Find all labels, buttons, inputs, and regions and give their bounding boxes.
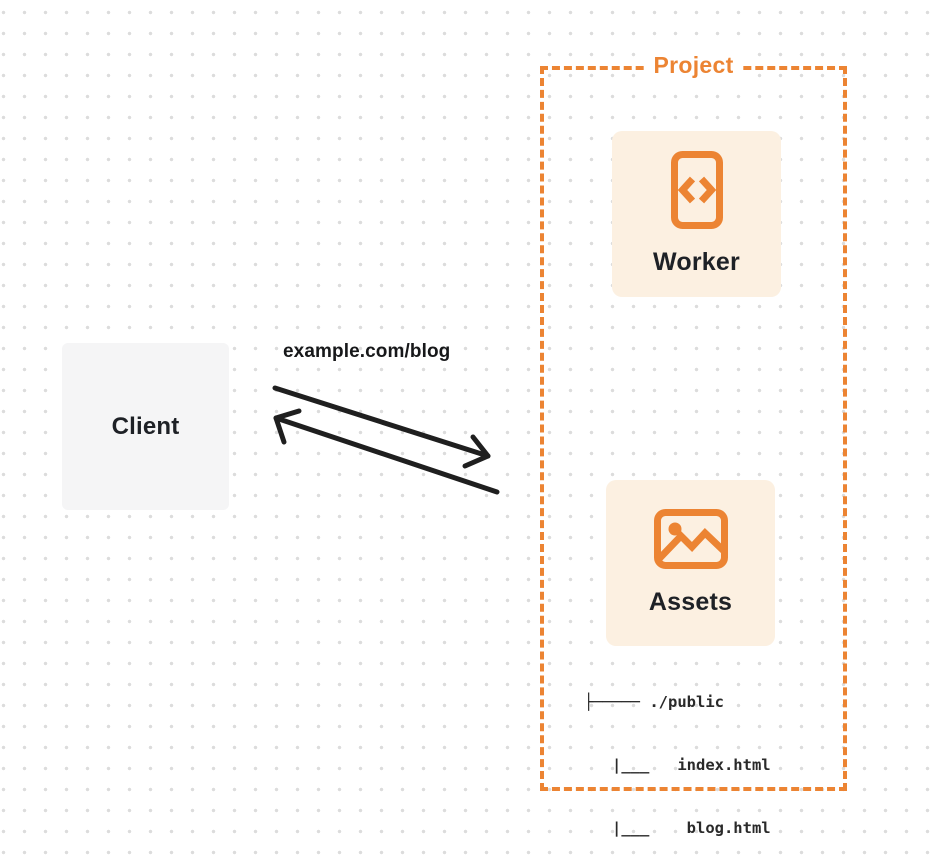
- response-arrow-line: [273, 415, 500, 495]
- assets-label: Assets: [648, 588, 733, 616]
- client-node: Client: [62, 343, 229, 510]
- project-label: Project: [646, 50, 741, 80]
- response-arrowhead-icon: [273, 408, 302, 445]
- project-container: Project Worker Assets ├───── ./public: [540, 50, 847, 837]
- request-arrowhead-icon: [462, 434, 491, 469]
- file-tree-line: |___ blog.html: [584, 819, 771, 837]
- request-arrow-line: [272, 385, 491, 459]
- image-icon: [653, 509, 728, 569]
- assets-file-tree: ├───── ./public |___ index.html |___ blo…: [584, 650, 771, 860]
- worker-node: Worker: [612, 131, 781, 297]
- code-document-icon: [670, 151, 723, 229]
- client-label: Client: [111, 412, 180, 440]
- file-tree-line: |___ index.html: [584, 756, 771, 774]
- request-url-label: example.com/blog: [283, 341, 451, 362]
- assets-node: Assets: [606, 480, 775, 646]
- file-tree-line: ├───── ./public: [584, 693, 724, 711]
- worker-label: Worker: [653, 248, 740, 276]
